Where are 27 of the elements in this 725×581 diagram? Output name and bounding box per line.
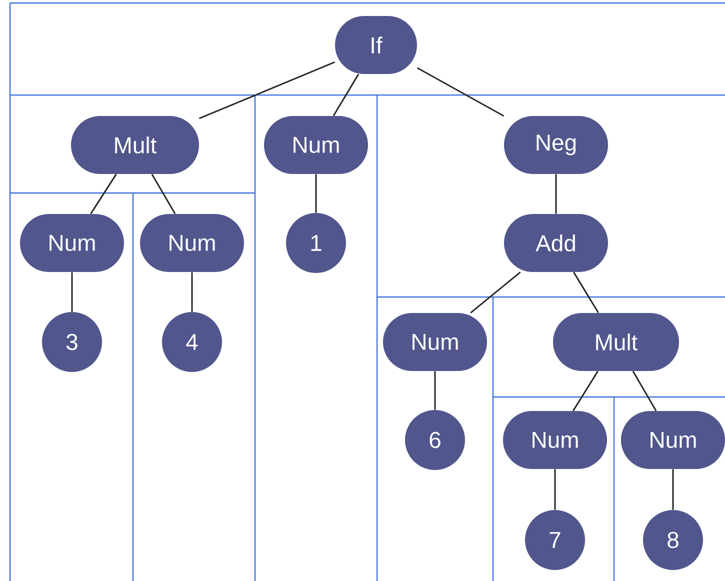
operator-pill: Add: [504, 214, 608, 272]
tree-edge: [434, 371, 436, 410]
tree-edge: [90, 174, 117, 214]
tree-edge: [573, 272, 599, 314]
operator-pill: Num: [20, 214, 124, 272]
tree-edge: [416, 67, 504, 117]
operator-pill: Num: [621, 411, 725, 469]
operator-pill: Neg: [504, 116, 608, 174]
tree-edge: [315, 174, 317, 213]
tree-edge: [332, 74, 360, 116]
operator-pill: Num: [383, 313, 487, 371]
tree-edge: [71, 272, 73, 312]
tree-edge: [151, 174, 176, 214]
operator-pill: Num: [264, 116, 368, 174]
operator-pill: Mult: [71, 116, 199, 174]
tree-edge: [191, 272, 193, 312]
operator-pill: Num: [140, 214, 244, 272]
tree-edge: [470, 272, 521, 314]
tree-edge: [555, 174, 557, 214]
tree-edge: [554, 469, 556, 510]
tree-edge: [572, 370, 598, 412]
tree-edge: [672, 469, 674, 510]
tree-edge: [198, 61, 336, 120]
operator-pill: Mult: [553, 313, 679, 371]
operator-pill: If: [335, 16, 417, 74]
operator-pill: Num: [503, 411, 607, 469]
tree-edge: [632, 370, 657, 412]
